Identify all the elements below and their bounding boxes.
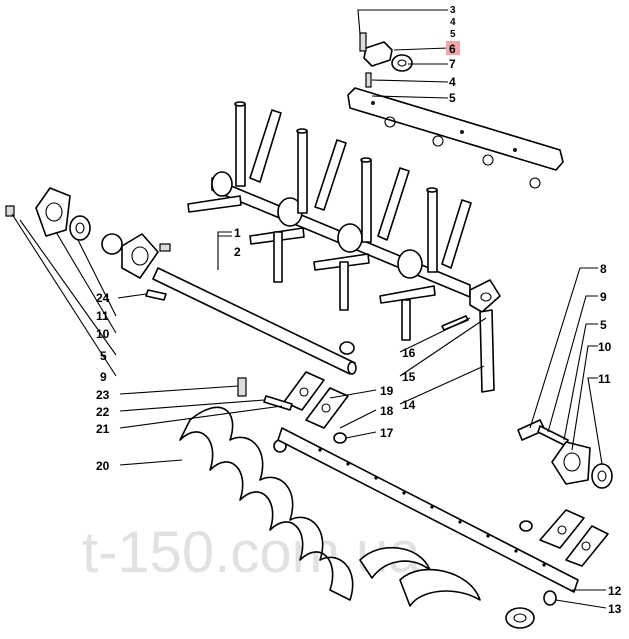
label-17: 17 [380, 426, 394, 440]
bracket-part-6 [359, 32, 393, 67]
label-5-plate: 5 [449, 91, 456, 105]
label-21: 21 [96, 422, 110, 436]
label-22: 22 [96, 405, 110, 419]
center-bearing-flange [101, 233, 171, 279]
label-6-highlight [446, 41, 460, 55]
shaft-part-1 [152, 267, 357, 375]
label-9-right: 9 [600, 290, 607, 304]
label-19: 19 [380, 384, 394, 398]
label-10-left: 10 [96, 327, 110, 341]
label-20: 20 [96, 459, 110, 473]
label-4-plate: 4 [449, 75, 456, 89]
top-mounting-plate [347, 87, 564, 189]
label-14: 14 [402, 398, 416, 412]
label-10-right: 10 [598, 340, 612, 354]
key-part-24 [145, 289, 167, 301]
label-11-right: 11 [598, 372, 611, 386]
label-2: 2 [234, 245, 241, 259]
label-3: 3 [450, 5, 456, 16]
bolts-part-22-23 [237, 377, 293, 411]
label-5-left: 5 [100, 349, 107, 363]
left-bearing-flange [5, 187, 91, 241]
label-1: 1 [234, 226, 241, 240]
perforated-bar-part-12 [277, 427, 579, 606]
label-7: 7 [449, 57, 456, 71]
label-5-top: 5 [450, 29, 456, 40]
label-13: 13 [608, 602, 622, 616]
label-4-top: 4 [450, 17, 456, 28]
bushing-part-7 [391, 54, 413, 72]
label-11-left: 11 [96, 309, 109, 323]
bearing-block-part-19 [283, 371, 349, 444]
lower-bearing-block [519, 509, 609, 567]
label-6: 6 [449, 42, 456, 56]
label-8: 8 [600, 262, 607, 276]
bolt-part-4-top [365, 72, 372, 88]
label-16: 16 [402, 346, 416, 360]
right-bearing-assembly [517, 419, 613, 489]
label-23: 23 [96, 388, 110, 402]
label-15: 15 [402, 370, 416, 384]
label-12: 12 [608, 584, 622, 598]
leader-lines [11, 9, 607, 609]
label-18: 18 [380, 404, 394, 418]
watermark: t-150.com.ua [82, 520, 421, 585]
label-24: 24 [96, 291, 110, 305]
label-9-left: 9 [100, 370, 107, 384]
auger-part-20 [179, 406, 535, 629]
crankshaft-assembly [187, 101, 501, 393]
callout-labels: 3 4 5 6 7 4 5 1 2 24 11 10 5 9 23 22 21 … [96, 5, 622, 616]
label-5-right: 5 [600, 318, 607, 332]
